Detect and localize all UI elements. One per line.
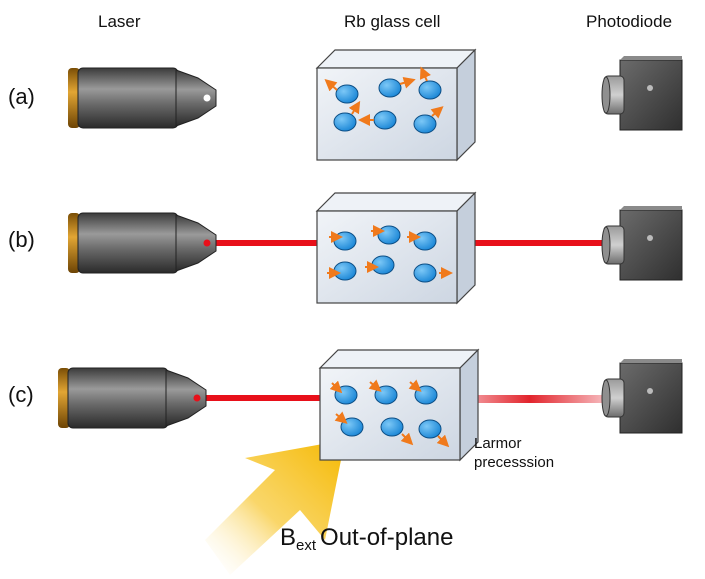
cell-b [315,191,477,305]
detector-logo-icon [647,235,653,241]
spin-arrow [348,100,361,115]
column-title-cell: Rb glass cell [344,12,441,31]
rb-atom [371,255,395,275]
spin-arrow [419,66,431,82]
laser-nose [175,69,217,127]
spin-arrow [436,434,450,448]
laser-a [68,67,217,129]
rb-atom [380,417,404,437]
cell-c [318,348,480,462]
detector-top [620,359,682,363]
cell-front-face [319,367,461,461]
detector-top [620,206,682,210]
detector-lens-face [601,226,611,264]
laser-aperture [203,94,211,102]
field-text: Out-of-plane [320,524,454,551]
spin-arrow [334,411,348,424]
rb-atom [333,261,357,281]
column-title-laser: Laser [98,12,141,31]
laser-body [67,367,169,429]
laser-band [58,368,70,428]
atoms-random [324,66,444,134]
laser-band [68,213,80,273]
spin-arrow [329,380,343,394]
field-symbol: B [280,524,297,551]
larmor-label-line1: Larmor [474,435,522,452]
detector-logo-icon [647,85,653,91]
rb-atom [413,263,437,283]
row-a [68,48,683,162]
laser-aperture [203,239,211,247]
row-b [68,191,683,305]
larmor-label-line2: precesssion [474,454,555,471]
spin-arrow [400,432,414,446]
laser-aperture [193,394,201,402]
rb-atom [377,225,401,245]
atoms-precessing [329,379,450,448]
rb-atom [333,112,357,132]
cell-top-face [315,49,477,69]
atoms-aligned [327,225,453,283]
spin-arrow [430,106,444,119]
detector-body [619,209,683,281]
row-label-b: (b) [8,227,35,252]
spin-arrow [324,79,338,92]
cell-side-face [456,191,476,305]
rb-atom [335,84,359,104]
external-field-arrow [205,440,345,575]
rb-atom [378,78,402,98]
field-subscript: ext [296,537,317,554]
detector-body [619,362,683,434]
photodiode-a [601,56,683,131]
laser-nose [175,214,217,272]
spin-arrow [408,379,422,392]
detector-logo-icon [647,388,653,394]
detector-top [620,56,682,60]
rb-atom [333,231,357,251]
cell-side-face [456,48,476,162]
larmor-label: Larmor precesssion [474,434,554,472]
photodiode-c [601,359,683,434]
detector-lens-face [601,379,611,417]
detector-body [619,59,683,131]
photodiode-b [601,206,683,281]
column-title-photodiode: Photodiode [586,12,673,31]
spin-arrow [368,379,382,392]
attenuated-beam [462,395,612,403]
cell-a [315,48,477,162]
laser-nose [165,369,207,427]
rb-atom [414,385,438,405]
rb-atom [413,231,437,251]
row-label-a: (a) [8,84,35,109]
laser-b [68,212,217,274]
row-label-c: (c) [8,382,34,407]
cell-top-face [315,192,477,212]
spin-arrow [399,76,416,89]
rb-atom [418,80,442,100]
cell-top-face [318,349,480,369]
rb-atom [340,417,364,437]
rb-atom [374,385,398,405]
laser-body [77,212,179,274]
detector-lens-face [601,76,611,114]
rb-atom [418,419,442,439]
row-c [58,348,683,462]
rb-atom [413,114,437,134]
laser-body [77,67,179,129]
laser-c [58,367,207,429]
rb-atom [373,110,397,130]
laser-band [68,68,80,128]
